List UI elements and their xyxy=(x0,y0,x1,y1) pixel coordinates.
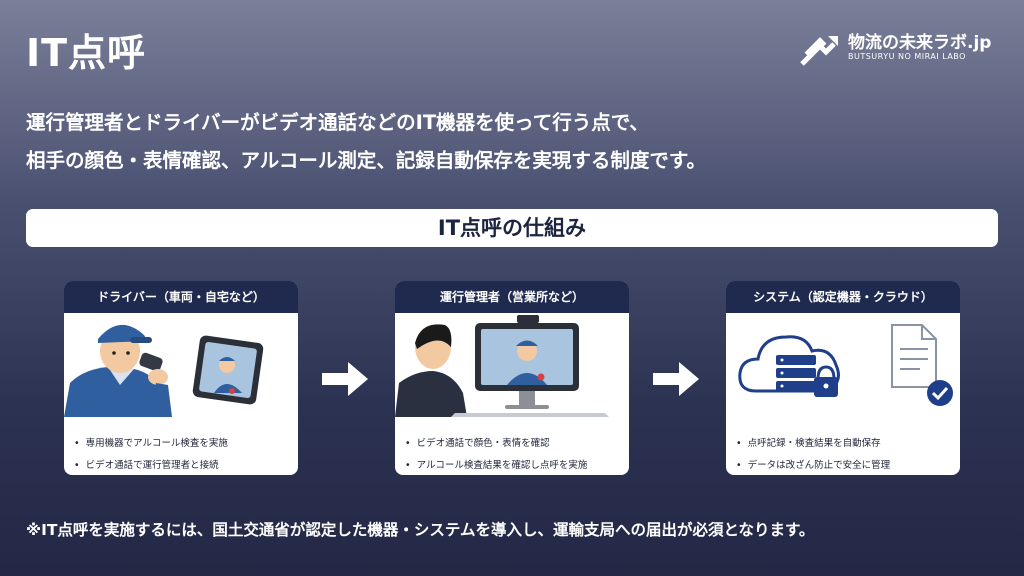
driver-panel-title: ドライバー（車両・自宅など） xyxy=(64,281,298,313)
list-item: 点呼記録・検査結果を自動保存 xyxy=(736,433,890,455)
arrow-right-icon xyxy=(653,362,699,396)
manager-panel-list: ビデオ通話で顔色・表情を確認 アルコール検査結果を確認し点呼を実施 xyxy=(405,433,588,475)
system-panel-title: システム（認定機器・クラウド） xyxy=(726,281,960,313)
driver-panel: ドライバー（車両・自宅など） 専用機器でアルコール検査を実施 ビデオ通話で運行管… xyxy=(64,281,298,475)
page-title: IT点呼 xyxy=(26,31,147,75)
system-panel: システム（認定機器・クラウド） 点呼記録・検査結果を自動保存 データは改ざん防止… xyxy=(726,281,960,475)
brand-logo[interactable]: 物流の未来ラボ.jp BUTSURYU NO MIRAI LABO xyxy=(800,26,1010,70)
manager-illustration xyxy=(395,315,609,417)
driver-panel-list: 専用機器でアルコール検査を実施 ビデオ通話で運行管理者と接続 xyxy=(74,433,228,475)
manager-panel: 運行管理者（営業所など） ビデオ通話で顔色・表情を確認 アルコール検査結果を確認… xyxy=(395,281,629,475)
list-item: アルコール検査結果を確認し点呼を実施 xyxy=(405,455,588,475)
arrow-right-icon xyxy=(322,362,368,396)
list-item: ビデオ通話で運行管理者と接続 xyxy=(74,455,228,475)
driver-illustration xyxy=(64,324,264,417)
logo-name: 物流の未来ラボ.jp xyxy=(848,33,992,53)
list-item: 専用機器でアルコール検査を実施 xyxy=(74,433,228,455)
description: 運行管理者とドライバーがビデオ通話などのIT機器を使って行う点で、 相手の顔色・… xyxy=(26,104,706,180)
footer-note: ※IT点呼を実施するには、国土交通省が認定した機器・システムを導入し、運輸支局へ… xyxy=(26,521,815,539)
description-line-2: 相手の顔色・表情確認、アルコール測定、記録自動保存を実現する制度です。 xyxy=(26,149,706,172)
mechanism-heading: IT点呼の仕組み xyxy=(26,209,998,247)
system-illustration xyxy=(738,324,953,406)
manager-panel-title: 運行管理者（営業所など） xyxy=(395,281,629,313)
system-panel-list: 点呼記録・検査結果を自動保存 データは改ざん防止で安全に管理 xyxy=(736,433,891,475)
description-line-1: 運行管理者とドライバーがビデオ通話などのIT機器を使って行う点で、 xyxy=(26,111,649,134)
list-item: ビデオ通話で顔色・表情を確認 xyxy=(405,433,587,455)
logo-subtitle: BUTSURYU NO MIRAI LABO xyxy=(848,52,966,61)
logo-arrow-icon xyxy=(800,36,838,66)
list-item: データは改ざん防止で安全に管理 xyxy=(736,455,891,475)
